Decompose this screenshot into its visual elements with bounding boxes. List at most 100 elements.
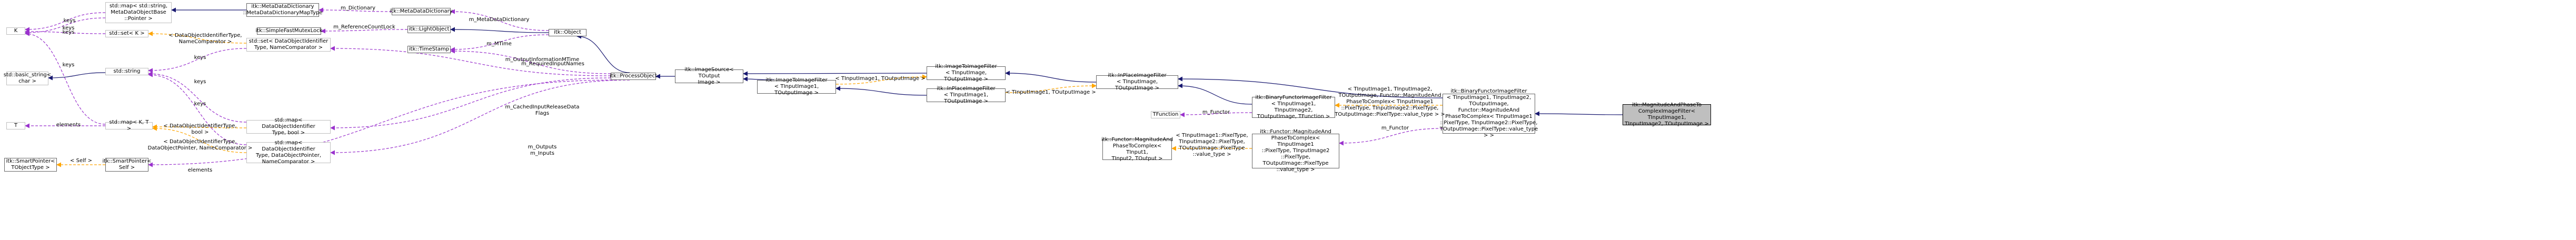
class-node-set-dataobjectidentifier[interactable]: std::set< DataObjectIdentifier Type, Nam… bbox=[246, 38, 331, 52]
class-node-label: T bbox=[14, 123, 18, 128]
edge-label: < TInputImage1, TInputImage2, TOutputIma… bbox=[1335, 86, 1445, 117]
class-node-imagetoimagefilter-template[interactable]: itk::ImageToImageFilter < TInputImage, T… bbox=[927, 64, 1006, 82]
class-node-label: std::map< std::string, MetaDataObjectBas… bbox=[109, 3, 168, 22]
class-node-binaryfunctorimagefilter-inst[interactable]: itk::BinaryFunctorImageFilter < TInputIm… bbox=[1440, 88, 1538, 138]
edge-label: < DataObjectIdentifierType, NameComparat… bbox=[168, 33, 242, 45]
class-node-map-k-t[interactable]: std::map< K, T > bbox=[105, 119, 153, 132]
edge-label: < TInputImage1, TOutputImage > bbox=[1006, 89, 1096, 95]
edge-label: m_Outputs m_Inputs bbox=[528, 144, 557, 156]
class-node-label: itk::ImageToImageFilter < TInputImage1, … bbox=[765, 77, 828, 96]
edge-usage-processobject-to-map-doi-bool bbox=[330, 77, 611, 131]
class-node-map-doi-bool[interactable]: std::map< DataObjectIdentifier Type, boo… bbox=[246, 117, 331, 136]
edge-usage-lightobject-to-simplefastmutexlock bbox=[321, 28, 408, 34]
edge-label: < TInputImage1, TOutputImage > bbox=[835, 76, 926, 82]
class-node-label: std::set< K > bbox=[109, 31, 145, 36]
class-node-metadatadictionary[interactable]: itk::MetaDataDictionary bbox=[390, 8, 453, 15]
class-node-smartpointer-self[interactable]: itk::SmartPointer< Self > bbox=[103, 158, 151, 172]
class-node-map-doi-pointer[interactable]: std::map< DataObjectIdentifier Type, Dat… bbox=[246, 140, 331, 165]
edge-usage-map-string-pointer-to-string bbox=[25, 17, 106, 35]
edge-inheritance-string-to-basic-string bbox=[48, 72, 106, 81]
edge-label: m_OutputInformationMTime bbox=[505, 57, 580, 63]
edge-usage-map-doi-pointer-to-string bbox=[148, 72, 247, 145]
edge-inheritance-inplaceimagefilter-template-to-imagetoimagefilter-template bbox=[1005, 71, 1097, 83]
class-node-label: std::set< DataObjectIdentifier Type, Nam… bbox=[248, 38, 329, 51]
edge-usage-map-string-pointer-to-k bbox=[25, 12, 106, 32]
edge-usage-map-k-t-to-k bbox=[25, 31, 106, 125]
class-node-object[interactable]: itk::Object bbox=[549, 29, 586, 36]
class-node-processobject[interactable]: itk::ProcessObject bbox=[610, 73, 657, 80]
edge-template-imagetoimagefilter-tin-tout-to-imagetoimagefilter-template bbox=[836, 74, 927, 85]
class-node-basic-string[interactable]: std::basic_string< char > bbox=[3, 72, 52, 85]
class-node-smartpointer-objecttype[interactable]: itk::SmartPointer< TObjectType > bbox=[4, 158, 57, 172]
edge-label: elements bbox=[56, 122, 81, 128]
edge-usage-processobject-to-smartpointer-self bbox=[148, 79, 616, 167]
class-node-string[interactable]: std::string bbox=[105, 68, 148, 75]
class-node-label: itk::InPlaceImageFilter < TInputImage1, … bbox=[937, 86, 996, 104]
edge-label: keys bbox=[62, 25, 75, 31]
class-node-label: std::basic_string< char > bbox=[3, 72, 52, 84]
class-node-label: itk::BinaryFunctorImageFilter < TInputIm… bbox=[1439, 88, 1538, 138]
edge-usage-processobject-to-map-doi-pointer bbox=[330, 79, 630, 155]
class-node-inplaceimagefilter-template[interactable]: itk::InPlaceImageFilter < TInputImage, T… bbox=[1096, 73, 1178, 91]
edge-label: m_Dictionary bbox=[340, 5, 376, 11]
class-node-map-string-pointer[interactable]: std::map< std::string, MetaDataObjectBas… bbox=[105, 2, 172, 23]
edge-inheritance-imagetoimagefilter-tin-tout-to-imagesource bbox=[743, 76, 774, 82]
edge-label: keys bbox=[194, 101, 206, 107]
class-node-k[interactable]: K bbox=[6, 27, 25, 35]
class-node-timestamp[interactable]: itk::TimeStamp bbox=[407, 46, 451, 53]
edge-label: m_Functor bbox=[1381, 125, 1409, 131]
edge-usage-set-dataobjectidentifier-to-string bbox=[148, 48, 247, 73]
class-node-label: itk::SmartPointer< Self > bbox=[102, 158, 152, 171]
edge-label: < TInputImage1::PixelType, TInputImage2:… bbox=[1176, 133, 1248, 157]
class-node-magnitudeandphasetocomplex-inst[interactable]: itk::Functor::MagnitudeAnd PhaseToComple… bbox=[1252, 129, 1339, 173]
class-node-simplefastmutexlock[interactable]: itk::SimpleFastMutexLock bbox=[255, 27, 323, 35]
edge-label: keys bbox=[63, 18, 76, 24]
class-node-lightobject[interactable]: itk::LightObject bbox=[407, 26, 451, 33]
edge-label: keys bbox=[62, 62, 75, 68]
edge-label: m_CachedInputReleaseData Flags bbox=[505, 104, 580, 116]
edge-inheritance-inplaceimagefilter-tin-tout-to-imagetoimagefilter-tin-tout bbox=[836, 86, 927, 96]
edge-template-inplaceimagefilter-tin-tout-to-inplaceimagefilter-template bbox=[1005, 83, 1097, 93]
edge-label: keys bbox=[194, 79, 206, 85]
edge-label: < DataObjectIdentifierType, DataObjectPo… bbox=[147, 139, 253, 151]
class-node-label: std::map< DataObjectIdentifier Type, Dat… bbox=[255, 140, 322, 165]
edge-label: keys bbox=[194, 55, 206, 61]
edge-inheritance-object-to-lightobject bbox=[450, 27, 549, 33]
class-node-label: itk::ImageSource< TOutput Image > bbox=[684, 67, 734, 85]
class-node-label: itk::ProcessObject bbox=[610, 73, 657, 79]
class-node-label: std::map< DataObjectIdentifier Type, boo… bbox=[262, 117, 315, 136]
class-node-label: itk::LightObject bbox=[409, 26, 450, 32]
edge-label: < DataObjectIdentifierType, bool > bbox=[163, 123, 237, 135]
class-node-inplaceimagefilter-tin-tout[interactable]: itk::InPlaceImageFilter < TInputImage1, … bbox=[927, 86, 1006, 104]
class-node-set-k[interactable]: std::set< K > bbox=[105, 30, 148, 37]
class-node-label: itk::MetaDataDictionary bbox=[390, 8, 453, 14]
edge-label: m_Functor bbox=[1202, 109, 1230, 115]
edge-usage-set-k-to-k bbox=[25, 29, 106, 34]
class-node-tfunction[interactable]: TFunction bbox=[1151, 111, 1180, 118]
edge-inheritance-binaryfunctorimagefilter-template-to-inplaceimagefilter-tin-tout bbox=[1178, 83, 1252, 105]
edge-usage-object-to-metadatadictionary bbox=[450, 9, 549, 31]
edge-label: m_RequiredInputNames bbox=[521, 61, 584, 67]
edge-inheritance-imagetoimagefilter-template-to-imagesource bbox=[743, 71, 927, 76]
class-node-label: K bbox=[14, 28, 18, 34]
class-node-label: itk::SmartPointer< TObjectType > bbox=[6, 158, 55, 171]
class-node-magnitudeandphasetocomplex-template[interactable]: itk::Functor::MagnitudeAnd PhaseToComple… bbox=[1101, 137, 1173, 162]
edge-label: m_MTime bbox=[486, 41, 512, 47]
edge-inheritance-magnitudeandphasetocompleximagefilter-to-binaryfunctorimagefilter-inst bbox=[1535, 111, 1623, 116]
class-node-t[interactable]: T bbox=[6, 122, 25, 129]
class-node-imagetoimagefilter-tin-tout[interactable]: itk::ImageToImageFilter < TInputImage1, … bbox=[757, 77, 836, 96]
class-node-label: itk::BinaryFunctorImageFilter < TInputIm… bbox=[1255, 95, 1332, 119]
class-node-magnitudeandphasetocompleximagefilter: itk::MagnitudeAndPhaseTo ComplexImageFil… bbox=[1623, 102, 1711, 127]
edge-usage-processobject-to-timestamp bbox=[450, 48, 611, 74]
class-node-label: itk::InPlaceImageFilter < TInputImage, T… bbox=[1108, 73, 1167, 91]
class-node-imagesource[interactable]: itk::ImageSource< TOutput Image > bbox=[675, 67, 743, 85]
class-node-metadatadictionarymaptype[interactable]: itk::MetaDataDictionary ::MetaDataDictio… bbox=[243, 3, 322, 17]
class-node-label: std::map< K, T > bbox=[109, 119, 149, 132]
edge-usage-metadatadictionary-to-metadatadictionarymaptype bbox=[319, 7, 392, 13]
edge-template-map-doi-pointer-to-map-k-t bbox=[152, 126, 247, 153]
edge-label: keys bbox=[62, 29, 75, 35]
class-node-label: itk::TimeStamp bbox=[409, 46, 450, 52]
class-node-binaryfunctorimagefilter-template[interactable]: itk::BinaryFunctorImageFilter < TInputIm… bbox=[1252, 95, 1335, 119]
edge-label: < Self > bbox=[70, 158, 92, 164]
